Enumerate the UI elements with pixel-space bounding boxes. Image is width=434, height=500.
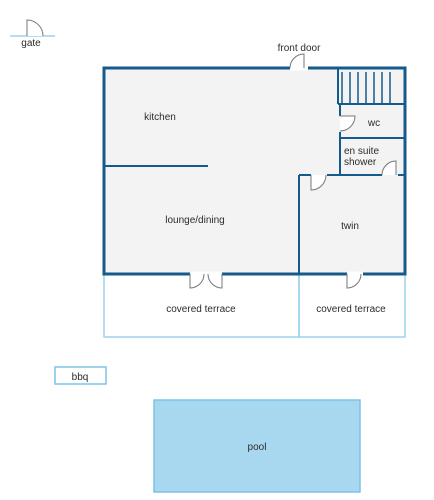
gate-swing-icon	[26, 19, 44, 37]
covered-terrace-right-label: covered terrace	[316, 304, 386, 315]
front-door	[289, 53, 308, 71]
lounge-dining-label: lounge/dining	[165, 215, 225, 226]
en-suite-door	[381, 160, 398, 178]
twin-door-swing-icon	[310, 174, 327, 191]
front-door-label: front door	[278, 43, 321, 54]
stairs	[341, 72, 391, 103]
pool	[153, 399, 361, 493]
kitchen-label: kitchen	[144, 112, 176, 123]
wc-label: wc	[367, 118, 380, 129]
bbq-label: bbq	[72, 372, 89, 383]
pool-label: pool	[248, 442, 267, 453]
lounge-door-right-icon	[207, 273, 223, 289]
lounge-door-left-icon	[189, 273, 205, 289]
en-suite-shower-label: shower	[344, 157, 377, 168]
covered-terrace-left-label: covered terrace	[166, 304, 236, 315]
wc-door-swing-icon	[339, 115, 356, 132]
front-door-swing-icon	[289, 53, 305, 69]
gate-group: gate	[10, 19, 55, 49]
wc-door	[337, 115, 356, 132]
house-outer-wall	[102, 66, 407, 276]
en-suite-door-swing-icon	[381, 160, 397, 176]
twin-label: twin	[341, 221, 359, 232]
en-suite-label: en suite	[344, 146, 379, 157]
twin-terrace-door-icon	[346, 273, 362, 289]
twin-terrace-door	[346, 271, 363, 289]
house-floor	[104, 68, 405, 274]
twin-door	[310, 172, 327, 191]
lounge-terrace-doors	[189, 271, 223, 289]
bbq-box	[54, 366, 107, 385]
gate-label: gate	[21, 38, 41, 49]
